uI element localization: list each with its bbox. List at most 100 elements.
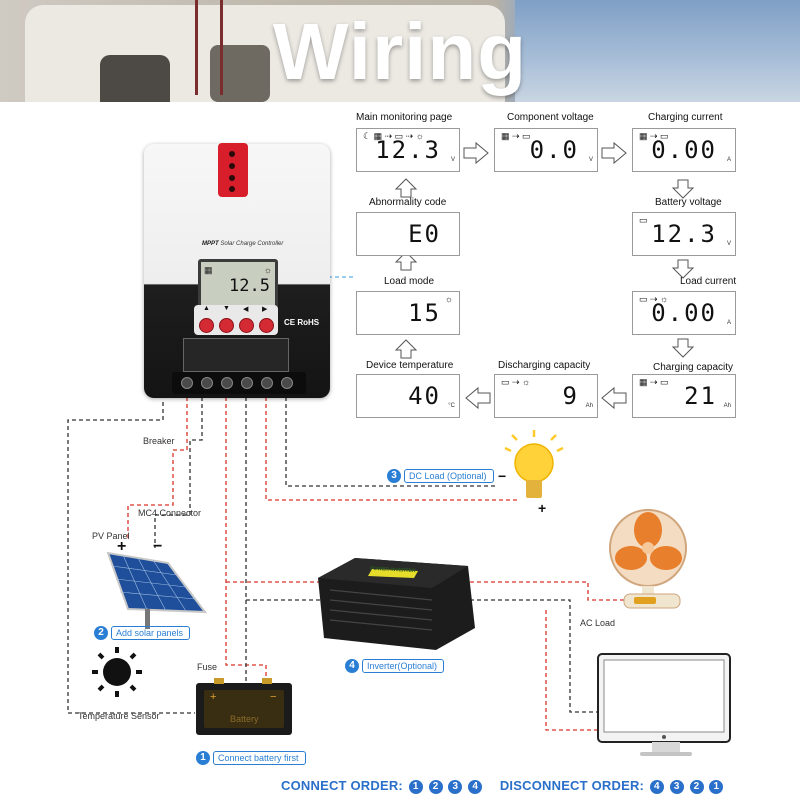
pv-negative-wire bbox=[154, 390, 203, 548]
indicator-led bbox=[229, 175, 235, 181]
lcd-screen-device-temp: 40 °C bbox=[356, 374, 460, 418]
controller-button-up[interactable] bbox=[199, 318, 214, 333]
disconnect-step: 1 bbox=[709, 780, 724, 794]
lcd-unit: °C bbox=[448, 403, 455, 409]
screen-label: Device temperature bbox=[366, 360, 454, 371]
indicator-led bbox=[229, 151, 235, 157]
terminal-screw bbox=[181, 377, 193, 389]
ac-load-wire-1 bbox=[470, 581, 640, 601]
load-negative-sign: − bbox=[498, 468, 507, 484]
lcd-icons: ▭ ⇢ ☼ bbox=[639, 294, 669, 304]
svg-text:+: + bbox=[210, 691, 216, 703]
fan-image bbox=[609, 509, 687, 609]
lcd-screen-load-mode: ☼ 15 bbox=[356, 291, 460, 335]
ac-load-wire-3 bbox=[545, 610, 600, 731]
controller-button-down[interactable] bbox=[219, 318, 234, 333]
lcd-unit: V bbox=[588, 157, 593, 163]
controller-button-left[interactable] bbox=[239, 318, 254, 333]
flow-arrow-7 bbox=[465, 386, 491, 410]
indicator-led bbox=[229, 163, 235, 169]
battery-label: Battery bbox=[230, 714, 259, 724]
arrow-right-icon: ▶ bbox=[262, 306, 268, 313]
lcd-unit: V bbox=[726, 241, 731, 247]
terminal-screw bbox=[281, 377, 293, 389]
flow-arrow-3 bbox=[671, 179, 695, 199]
disconnect-step: 2 bbox=[689, 780, 704, 794]
lcd-icons: ▭ bbox=[639, 215, 648, 225]
screen-label: Battery voltage bbox=[655, 197, 722, 208]
flow-arrow-4 bbox=[671, 259, 695, 279]
fuse-label: Fuse bbox=[197, 662, 218, 672]
lcd-screen-battery-voltage: ▭ 12.3 V bbox=[632, 212, 736, 256]
pv-positive-sign: + bbox=[117, 538, 127, 555]
lcd-icons: ▭ ⇢ ☼ bbox=[501, 377, 531, 387]
pv-positive-wire bbox=[127, 390, 188, 540]
connect-order-label: CONNECT ORDER: bbox=[281, 778, 403, 793]
lcd-icons: ▦ ⇢ ▭ bbox=[501, 131, 531, 141]
terminal-screw bbox=[201, 377, 213, 389]
flow-arrow-10 bbox=[394, 178, 418, 198]
header-banner: Wiring bbox=[0, 0, 800, 102]
sky-image bbox=[515, 0, 800, 102]
certification-mark: CE RoHS bbox=[284, 318, 320, 327]
van-window bbox=[100, 55, 170, 102]
lcd-unit: A bbox=[726, 320, 731, 326]
flow-arrow-8 bbox=[394, 339, 418, 359]
disconnect-order-label: DISCONNECT ORDER: bbox=[499, 778, 645, 793]
step-number: 4 bbox=[345, 659, 359, 673]
lcd-value: 9 bbox=[562, 382, 579, 410]
lcd-icons: ☼ bbox=[444, 294, 453, 304]
step-text: Connect battery first bbox=[213, 751, 306, 765]
lcd-value: E0 bbox=[408, 220, 441, 248]
lcd-unit: Ah bbox=[723, 403, 731, 409]
lcd-icons: ▦ ⇢ ▭ bbox=[639, 377, 669, 387]
screen-label: Charging current bbox=[648, 112, 723, 123]
ac-load-wire-2 bbox=[470, 599, 600, 713]
step-text: Add solar panels bbox=[111, 626, 191, 640]
lcd-unit: V bbox=[450, 157, 455, 163]
controller-model-label: Solar Charge Controller bbox=[220, 241, 284, 247]
lcd-screen-charging-current: ▦ ⇢ ▭ 0.00 A bbox=[632, 128, 736, 172]
controller-lcd-value: 12.5 bbox=[229, 276, 270, 296]
connect-step: 1 bbox=[408, 780, 423, 794]
lcd-value: 15 bbox=[408, 299, 441, 327]
lcd-screen-main: ☾ ▦ ⇢ ▭ ⇢ ☼ 12.3 V bbox=[356, 128, 460, 172]
connect-step: 4 bbox=[468, 780, 483, 794]
indicator-led bbox=[229, 186, 235, 192]
flow-arrow-2 bbox=[601, 141, 627, 165]
lcd-unit: Ah bbox=[585, 403, 593, 409]
controller-brand: MPPT Solar Charge Controller bbox=[202, 241, 283, 247]
step-text: DC Load (Optional) bbox=[404, 469, 494, 483]
screen-label: Main monitoring page bbox=[356, 112, 453, 123]
step-number: 1 bbox=[196, 751, 210, 765]
screen-label: Discharging capacity bbox=[498, 360, 591, 371]
load-positive-sign: + bbox=[538, 500, 547, 516]
controller-button-right[interactable] bbox=[259, 318, 274, 333]
temp-sensor-label: Temperature Sensor bbox=[78, 711, 160, 721]
breaker-label: Breaker bbox=[143, 436, 175, 446]
screen-label: Charging capacity bbox=[653, 362, 734, 373]
controller-brand-name: MPPT bbox=[202, 241, 219, 247]
step-number: 2 bbox=[94, 626, 108, 640]
sun-image bbox=[92, 647, 142, 697]
screen-label: Load current bbox=[680, 276, 737, 287]
lcd-value: 12.3 bbox=[375, 136, 441, 164]
terminal-screw bbox=[241, 377, 253, 389]
lcd-value: 0.00 bbox=[651, 299, 717, 327]
pv-negative-sign: − bbox=[153, 538, 163, 555]
lcd-value: 12.3 bbox=[651, 220, 717, 248]
lcd-icons: ▦ ⇢ ▭ bbox=[639, 131, 669, 141]
van-ladder bbox=[195, 0, 223, 95]
lcd-screen-load-current: ▭ ⇢ ☼ 0.00 A bbox=[632, 291, 736, 335]
temp-sensor-wire bbox=[67, 402, 195, 714]
screen-label: Load mode bbox=[384, 276, 435, 287]
arrow-up-icon: ▲ bbox=[203, 305, 210, 312]
lcd-icons: ☾ ▦ ⇢ ▭ ⇢ ☼ bbox=[363, 131, 424, 141]
solar-panel-icon: ▦ bbox=[204, 265, 213, 275]
flow-arrow-6 bbox=[601, 386, 627, 410]
lcd-value: 0.0 bbox=[529, 136, 579, 164]
